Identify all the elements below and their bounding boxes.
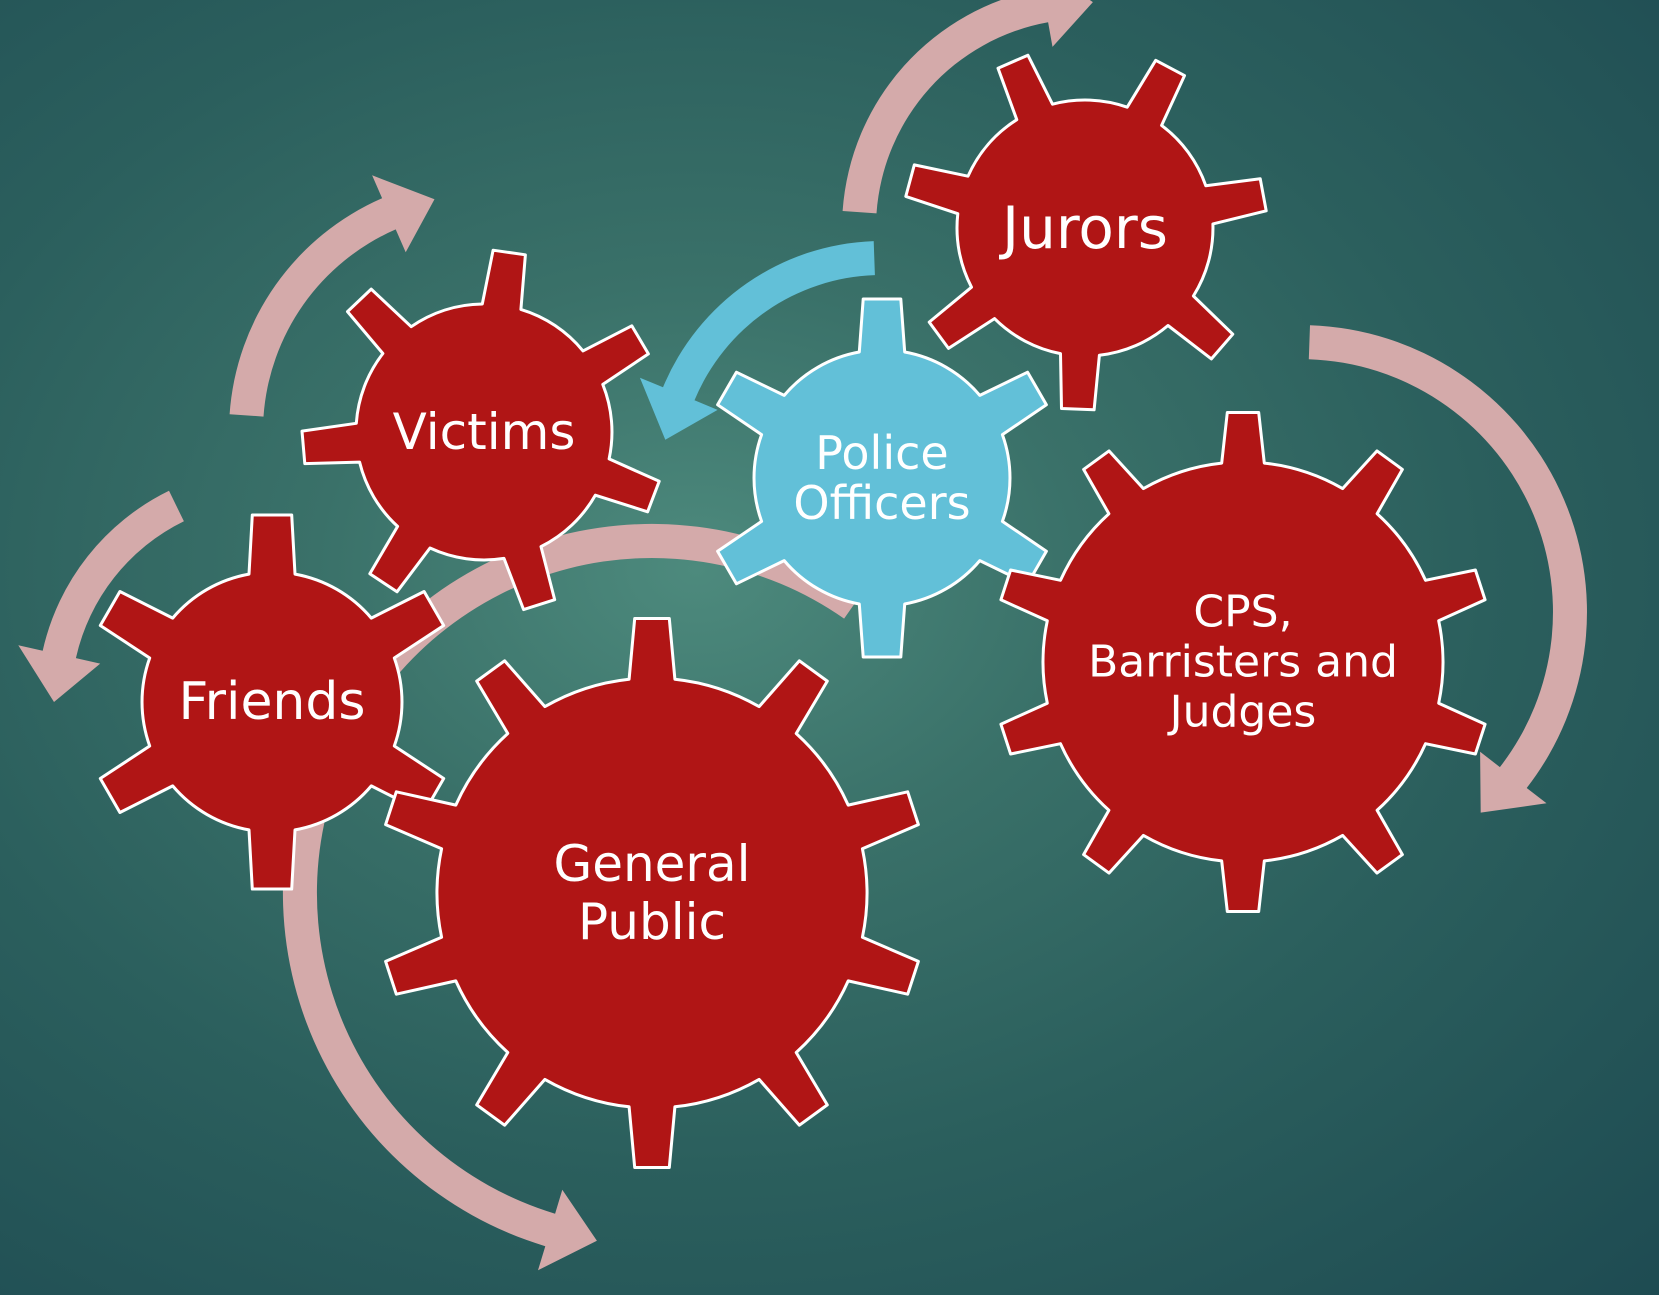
arrows-layer [18, 0, 1587, 1271]
general-public-label: Public [578, 893, 726, 951]
cps-arrow [1308, 325, 1587, 813]
victims-label: Victims [393, 403, 576, 461]
friends-gear [98, 513, 446, 891]
police-to-victims-arrow [639, 241, 875, 440]
cps-gear [999, 411, 1487, 913]
cps-label: CPS, [1193, 587, 1292, 638]
police-gear [716, 297, 1048, 659]
friends-label: Friends [178, 672, 365, 732]
jurors-label: Jurors [999, 194, 1168, 262]
friends-arrow [18, 490, 184, 702]
jurors-arrow [842, 0, 1093, 214]
victims-arrow [229, 175, 435, 417]
police-label: Officers [793, 476, 970, 530]
general-public-gear [384, 617, 920, 1169]
gears-layer [98, 53, 1487, 1169]
jurors-gear [904, 53, 1268, 412]
cps-label: Barristers and [1088, 637, 1398, 688]
victims-gear [300, 248, 661, 612]
general-public-label: General [553, 835, 750, 893]
cps-label: Judges [1167, 687, 1317, 738]
police-label: Police [815, 426, 948, 480]
